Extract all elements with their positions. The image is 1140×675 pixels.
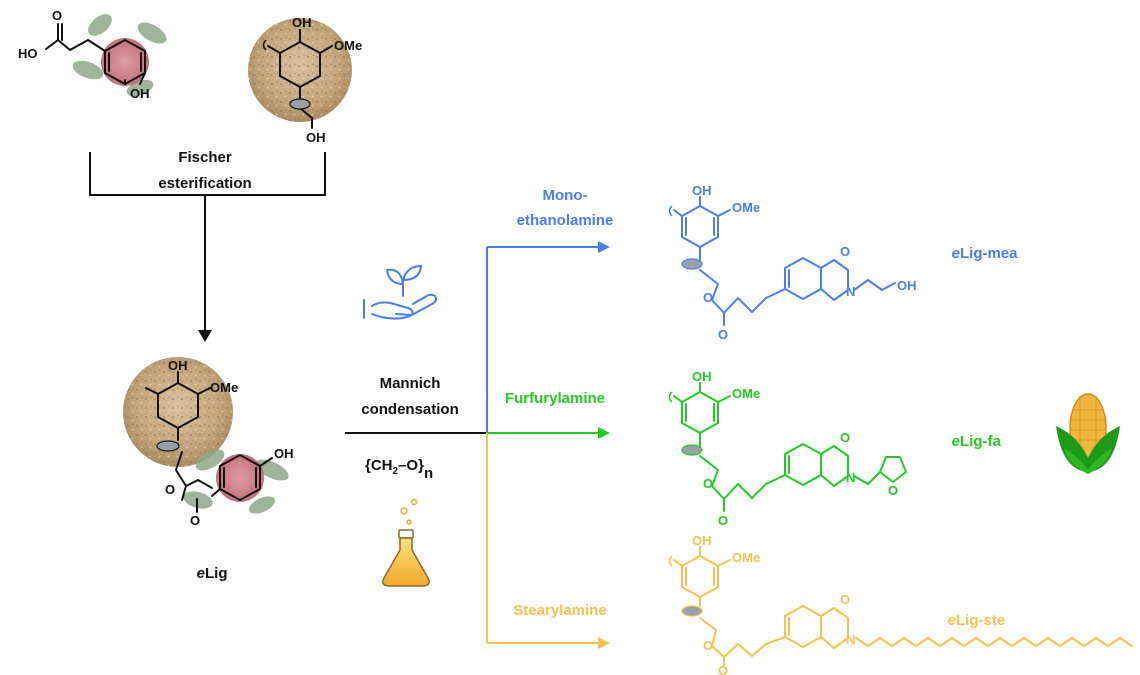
product-label-ste: Lig-ste: [956, 612, 1005, 629]
product-label-fa: Lig-fa: [960, 433, 1001, 450]
elig-structure: OH OMe OH O O e Lig: [123, 357, 294, 582]
atom-label: OH: [897, 278, 917, 293]
product-label-ste-italic: e: [948, 612, 956, 629]
atom-label: O: [190, 513, 200, 528]
atom-label: OMe: [210, 380, 238, 395]
atom-label: O: [840, 592, 850, 607]
product-label-mea-italic: e: [952, 245, 960, 262]
atom-label: O: [52, 8, 62, 23]
lignin-structure: OH OMe OH: [248, 15, 362, 145]
linker-ellipse: [681, 605, 703, 617]
product-label-fa-italic: e: [952, 433, 960, 450]
step-label-line2: esterification: [158, 175, 251, 192]
atom-label: OH: [130, 86, 150, 101]
linker-ellipse: [681, 258, 703, 270]
phenol-ring-highlight: [101, 38, 149, 86]
formaldehyde-label: {CH2–O}n: [365, 457, 433, 482]
elig-label-italic: e: [197, 565, 205, 582]
esterification-step: Fischer esterification: [89, 149, 326, 342]
amine-label-fa: Furfurylamine: [505, 390, 605, 407]
amine-label-ste: Stearylamine: [513, 602, 606, 619]
atom-label: OMe: [732, 200, 760, 215]
atom-label: O: [165, 482, 175, 497]
atom-label: O: [703, 476, 713, 491]
atom-label: OH: [692, 369, 712, 384]
atom-label: O: [840, 244, 850, 259]
mannich-step: Mannich condensation {CH2–O}n: [345, 375, 487, 482]
product-structure-mea: OH OMe O O O N OH: [668, 183, 917, 342]
linker-ellipse: [681, 444, 703, 456]
atom-label: N: [846, 632, 855, 647]
atom-label: OH: [306, 130, 326, 145]
phloretic-acid-structure: O HO OH: [18, 8, 167, 101]
step-label-line1: Mannich: [380, 375, 441, 392]
atom-label: HO: [18, 46, 38, 61]
atom-label: O: [718, 513, 728, 528]
amine-label-mea-line2: ethanolamine: [517, 212, 614, 229]
atom-label: O: [888, 483, 898, 498]
atom-label: O: [703, 638, 713, 653]
atom-label: O: [703, 290, 713, 305]
atom-label: OH: [274, 446, 294, 461]
amine-label-mea-line1: Mono-: [543, 187, 588, 204]
atom-label: OMe: [732, 550, 760, 565]
branch-lines: [486, 241, 610, 649]
flask-icon: [382, 498, 430, 587]
arrow-head: [198, 330, 212, 342]
atom-label: OH: [292, 15, 312, 30]
hand-plant-icon: [363, 265, 437, 320]
atom-label: OH: [168, 358, 188, 373]
atom-label: OMe: [732, 386, 760, 401]
atom-label: O: [718, 663, 728, 675]
product-structure-ste: OH OMe O O O N: [668, 533, 1133, 675]
atom-label: OH: [692, 533, 712, 548]
linker-ellipse: [289, 98, 311, 110]
step-label-line1: Fischer: [178, 149, 232, 166]
atom-label: O: [718, 327, 728, 342]
atom-label: O: [840, 430, 850, 445]
step-label-line2: condensation: [361, 401, 459, 418]
atom-label: N: [846, 284, 855, 299]
atom-label: N: [846, 470, 855, 485]
linker-ellipse: [156, 440, 180, 452]
phenol-ring-highlight: [216, 454, 264, 502]
product-structure-fa: OH OMe O O O N O: [668, 369, 907, 528]
atom-label: OMe: [334, 38, 362, 53]
atom-label: OH: [692, 183, 712, 198]
product-label-mea: Lig-mea: [960, 245, 1018, 262]
elig-label: Lig: [205, 565, 228, 582]
corn-icon: [1056, 393, 1120, 474]
